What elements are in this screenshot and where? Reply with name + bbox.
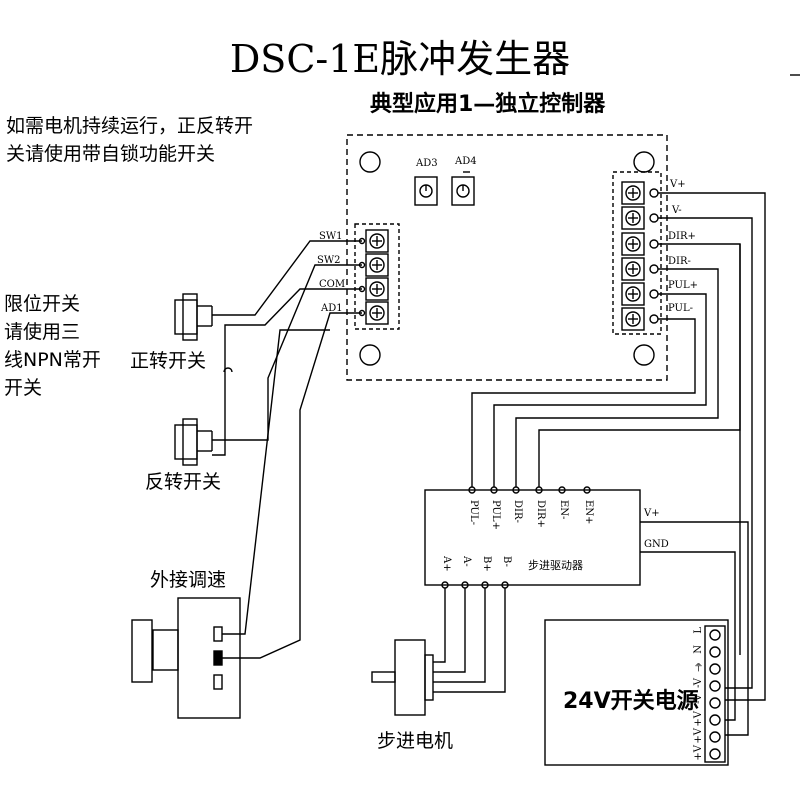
wire-ad1 xyxy=(222,312,362,659)
wire-motor-aplus xyxy=(440,588,446,663)
wire-driver-vplus xyxy=(640,521,749,736)
mount-hole-tl xyxy=(359,151,381,173)
terminal-label-sw2: SW2 xyxy=(317,255,341,266)
wire-driver-gnd xyxy=(640,551,736,721)
wire-dirminus xyxy=(515,268,719,487)
wire-sw2 xyxy=(212,264,362,441)
driver-label-enminus: EN- xyxy=(558,500,569,520)
pot-label-ad3: AD3 xyxy=(416,158,438,169)
terminal-label-pulplus: PUL+ xyxy=(668,280,698,291)
psu-terminal-strip xyxy=(704,625,726,763)
diagram-subtitle: 典型应用1—独立控制器 xyxy=(370,92,606,117)
terminal-label-sw1: SW1 xyxy=(319,231,343,242)
wire-ctrl-vminus xyxy=(658,217,753,689)
mount-hole-bl xyxy=(359,344,381,366)
forward-switch xyxy=(174,293,212,341)
driver-label-bminus: B- xyxy=(501,556,512,567)
psu-label: 24V开关电源 xyxy=(563,689,699,714)
pot-ad3 xyxy=(414,176,438,206)
terminal-label-dirminus: DIR- xyxy=(668,256,691,267)
wire-motor-aminus xyxy=(440,588,466,673)
wire-pulminus xyxy=(471,318,696,487)
terminal-label-vplus: V+ xyxy=(670,179,686,190)
reverse-switch xyxy=(174,418,212,466)
wire-com xyxy=(212,288,362,456)
wire-pulplus xyxy=(493,293,707,487)
wire-motor-bminus xyxy=(440,588,506,693)
mount-hole-tr xyxy=(633,151,655,173)
driver-label-power-vplus: V+ xyxy=(644,508,660,519)
stepper-motor-body xyxy=(371,639,440,716)
psu-box xyxy=(544,619,729,766)
driver-box xyxy=(424,489,641,586)
driver-label-bplus: B+ xyxy=(481,556,492,572)
mount-hole-br xyxy=(633,344,655,366)
terminal-label-vminus: V- xyxy=(672,205,682,216)
wire-motor-bplus xyxy=(440,588,486,683)
wire-dirplus xyxy=(538,244,741,487)
driver-label-dirplus: DIR+ xyxy=(535,500,546,528)
wire-crossover-1 xyxy=(223,367,233,373)
driver-label: 步进驱动器 xyxy=(528,559,583,572)
driver-label-enplus: EN+ xyxy=(583,500,594,525)
right-terminal-block xyxy=(612,171,662,335)
terminal-label-com: COM xyxy=(319,279,346,290)
left-terminal-block xyxy=(354,223,400,330)
pot-label-ad4: AD4 xyxy=(455,156,477,167)
driver-label-power-gnd: GND xyxy=(644,539,669,550)
driver-label-aplus: A+ xyxy=(441,556,452,572)
terminal-label-ad1: AD1 xyxy=(321,303,343,314)
driver-label-pulplus: PUL+ xyxy=(490,500,501,530)
psu-terminals xyxy=(709,629,721,760)
wire-speed-high xyxy=(222,329,330,635)
page-title: DSC-1E脉冲发生器 xyxy=(229,37,571,81)
driver-label-pulminus: PUL- xyxy=(468,500,479,525)
self-lock-note: 如需电机持续运行，正反转开 关请使用带自锁功能开关 xyxy=(6,115,254,165)
right-terminals xyxy=(621,181,659,331)
driver-label-dirminus: DIR- xyxy=(512,500,523,523)
controller-board xyxy=(346,134,668,381)
driver-label-aminus: A- xyxy=(461,556,472,567)
terminal-label-dirplus: DIR+ xyxy=(668,231,696,242)
reverse-switch-label: 反转开关 xyxy=(145,471,222,493)
speed-control-label: 外接调速 xyxy=(150,569,227,591)
forward-switch-label: 正转开关 xyxy=(130,350,207,372)
terminal-label-pulminus: PUL- xyxy=(668,303,693,314)
wire-dirplus-down xyxy=(658,243,741,655)
limit-switch-note: 限位开关 请使用三 线NPN常开 开关 xyxy=(4,293,101,399)
stepper-motor-label: 步进电机 xyxy=(377,730,454,752)
left-terminals xyxy=(358,229,389,325)
pot-ad4 xyxy=(451,171,475,206)
wire-ctrl-vplus xyxy=(658,192,766,701)
wire-sw1 xyxy=(212,240,362,316)
